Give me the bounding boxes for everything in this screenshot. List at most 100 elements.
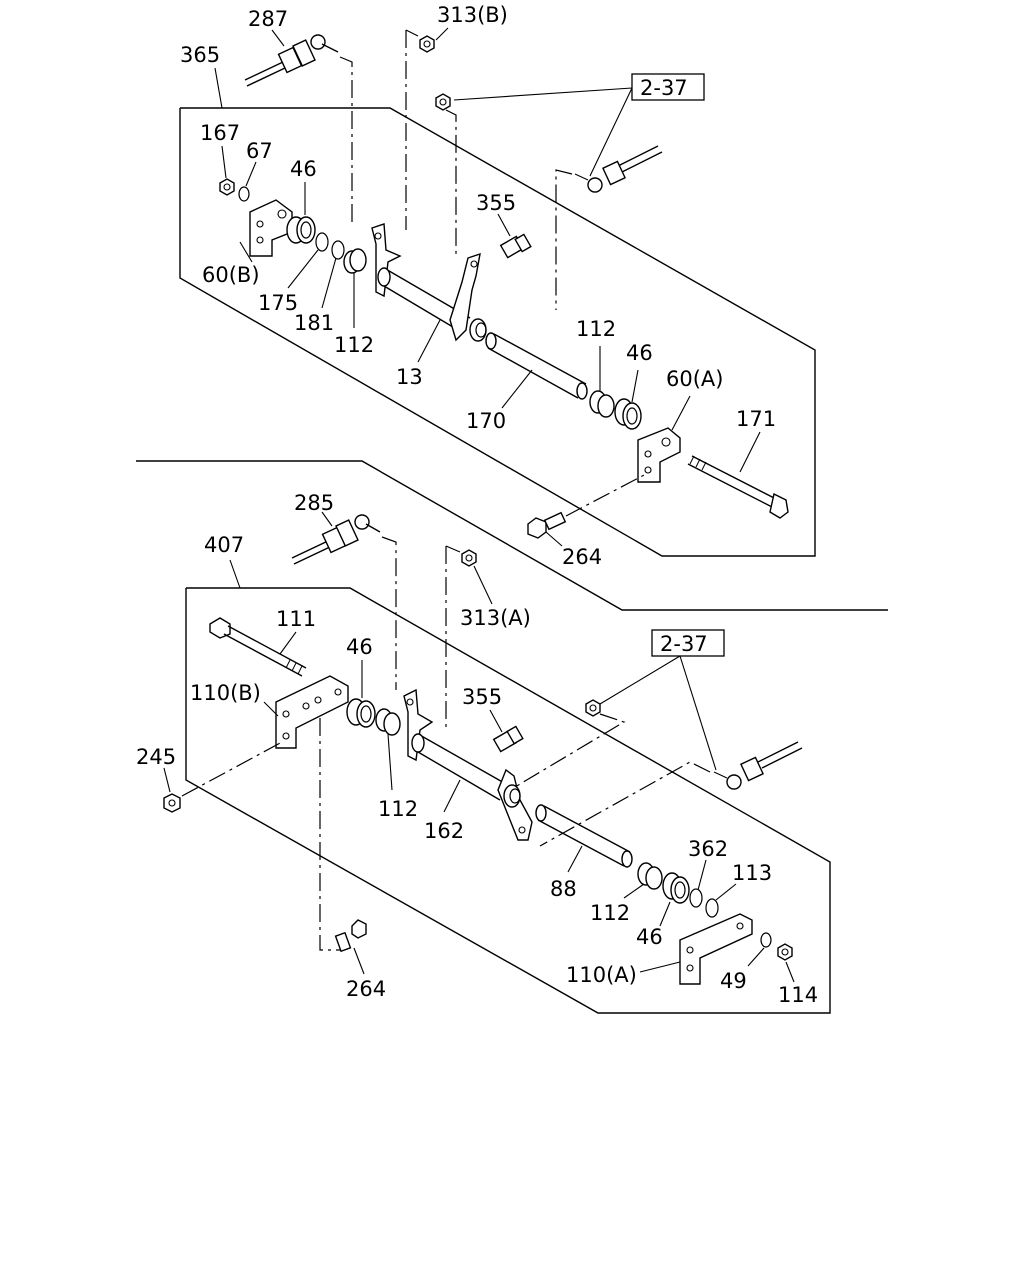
leader-313a (473, 565, 493, 605)
grease-nipple-355-lower (492, 725, 524, 753)
label-ref-2-37-lower: 2-37 (660, 632, 708, 656)
leader-287 (271, 29, 285, 47)
grease-nipple-355 (499, 233, 532, 259)
leader-264b (353, 947, 365, 975)
leader-365 (214, 67, 223, 109)
label-112-lower-right: 112 (590, 901, 630, 925)
nut-313a-icon (461, 549, 477, 567)
label-67: 67 (246, 139, 273, 163)
label-362: 362 (688, 837, 728, 861)
leader-167 (221, 145, 227, 179)
bolt-111 (209, 617, 307, 677)
leader-407 (229, 559, 241, 589)
leader-88 (567, 845, 583, 873)
nut-313b-icon (419, 35, 435, 53)
ref-box-2-37 (631, 73, 705, 101)
label-110a: 110(A) (566, 963, 637, 987)
label-162: 162 (424, 819, 464, 843)
label-ref-2-37: 2-37 (640, 76, 688, 100)
shaft-13 (371, 223, 487, 342)
ring-181 (331, 240, 345, 260)
leader-285 (321, 511, 333, 527)
rod-end-right-lower (713, 741, 803, 790)
label-49: 49 (720, 969, 747, 993)
tube-88 (535, 804, 633, 868)
bushing-46b (614, 398, 642, 430)
nut-lower-icon (585, 699, 601, 717)
label-112-upper-right: 112 (576, 317, 616, 341)
washer-49 (760, 932, 772, 948)
label-264-lower: 264 (346, 977, 386, 1001)
lower-assembly (163, 511, 831, 1014)
leader-170 (501, 369, 533, 409)
leader-110b (263, 701, 279, 717)
nut-245-icon (163, 793, 181, 813)
bracket-60b (249, 199, 293, 257)
dash-313a-top (445, 545, 461, 553)
leader-46b (631, 369, 639, 403)
leader-112d (623, 883, 645, 899)
lower-frame-outline (185, 587, 831, 1014)
leader-113 (715, 883, 737, 901)
leader-245 (163, 767, 171, 793)
label-112-lower-left: 112 (378, 797, 418, 821)
dash-110b (319, 718, 342, 951)
label-264-upper: 264 (562, 545, 602, 569)
tube-170 (485, 332, 588, 400)
rod-end-285 (291, 514, 381, 565)
bushing-46a (286, 216, 316, 244)
leader-162 (443, 779, 461, 813)
leader-362 (697, 859, 707, 891)
leader-181 (321, 257, 337, 309)
label-13: 13 (396, 365, 423, 389)
leader-ref1b (589, 87, 633, 177)
leader-355b (489, 709, 503, 733)
nut-icon (435, 93, 451, 111)
leader-60b (239, 241, 253, 263)
leader-13 (417, 319, 441, 363)
dash-nut (445, 109, 457, 255)
leader-60a (671, 395, 691, 431)
dash-right-rod-lower (539, 761, 711, 847)
label-245: 245 (136, 745, 176, 769)
leader-264a (545, 531, 563, 547)
label-46-upper-right: 46 (626, 341, 653, 365)
leader-112c (387, 733, 393, 791)
leader-ref2a (599, 655, 681, 705)
leader-313b (435, 27, 449, 41)
label-110b: 110(B) (190, 681, 261, 705)
leader-355a (497, 213, 511, 237)
label-46-upper-left: 46 (290, 157, 317, 181)
label-112-upper-left: 112 (334, 333, 374, 357)
bracket-60a (637, 427, 681, 483)
rod-end-right (574, 145, 663, 193)
leader-49 (747, 947, 765, 967)
leader-67 (245, 161, 257, 187)
label-111: 111 (276, 607, 316, 631)
rod-end-287 (244, 34, 339, 87)
bushing-46d (662, 872, 690, 904)
separator-line (136, 460, 888, 611)
dash-nut-lower (509, 713, 626, 791)
label-170: 170 (466, 409, 506, 433)
label-113: 113 (732, 861, 772, 885)
collar-112d (637, 862, 663, 890)
leader-110a (639, 961, 681, 973)
collar-112b (589, 390, 615, 418)
dash-245 (181, 741, 283, 797)
label-355-lower: 355 (462, 685, 502, 709)
bolt-171 (687, 455, 789, 519)
label-46-lower-left: 46 (346, 635, 373, 659)
leader-175 (287, 249, 319, 289)
label-167: 167 (200, 121, 240, 145)
label-287: 287 (248, 7, 288, 31)
leader-ref2b (679, 655, 717, 771)
bracket-110a (679, 913, 753, 985)
nut-114-icon (777, 943, 793, 961)
leader-171 (739, 431, 761, 473)
nut-167 (219, 178, 235, 196)
label-313a: 313(A) (460, 606, 531, 630)
dash-313b-top (405, 29, 419, 37)
ring-175 (315, 232, 329, 252)
